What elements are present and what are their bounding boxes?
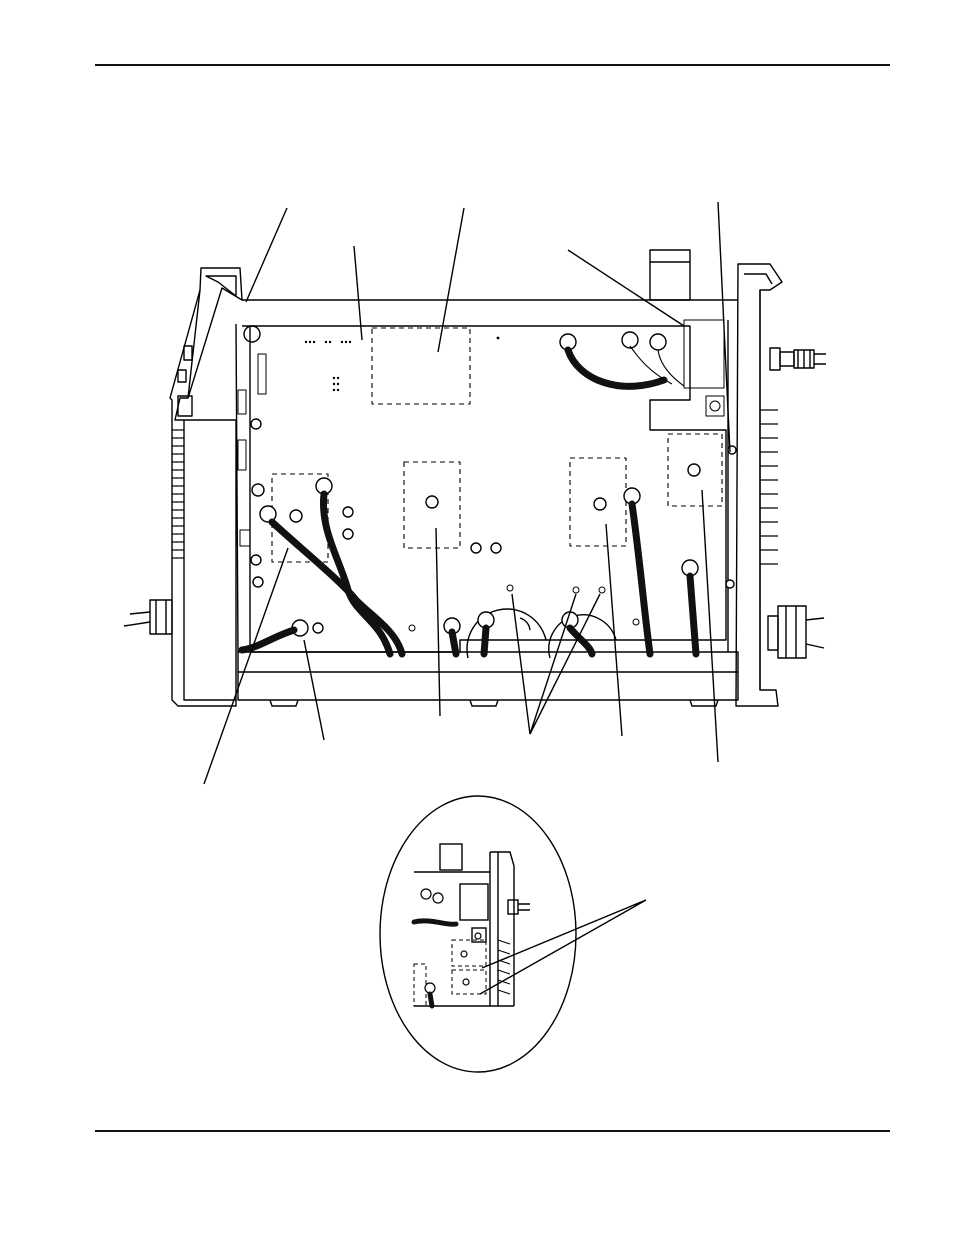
- power-cables: [238, 346, 700, 658]
- leader-6: [203, 547, 289, 785]
- detail-screws: [420, 888, 482, 994]
- detail-cables: [411, 918, 459, 1009]
- right-cooling-fins: [760, 409, 778, 565]
- leader-9a: [511, 593, 531, 735]
- right-end-cap: [735, 263, 783, 707]
- rectifier-outline: [667, 433, 723, 507]
- front-panel-controls: [177, 345, 193, 417]
- leader-5: [717, 201, 731, 453]
- top-bracket: [649, 249, 691, 301]
- leader-7: [303, 639, 325, 741]
- detail-ellipse: [379, 795, 577, 1073]
- diode-center-outline: [403, 461, 461, 549]
- chassis-base: [235, 299, 739, 707]
- leader-8: [435, 527, 441, 717]
- main-pcb: [242, 325, 727, 653]
- header-rule: [95, 64, 890, 66]
- left-cooling-fins: [172, 429, 184, 559]
- leader-3: [437, 207, 465, 353]
- leader-2: [353, 245, 363, 341]
- left-end-cap: [169, 267, 243, 707]
- component-outlines: [271, 327, 723, 563]
- leader-1: [245, 207, 288, 303]
- pcb-pin-dots: [304, 336, 640, 632]
- leader-9c: [529, 593, 601, 735]
- air-inlet-fitting: [769, 347, 826, 371]
- sensor-wires: [629, 345, 685, 387]
- power-cord-strain-relief: [123, 599, 173, 635]
- leader-9b: [529, 593, 577, 735]
- control-component-outline: [371, 327, 471, 405]
- detail-callout-leaders: [479, 899, 647, 995]
- rear-cable-strain-relief: [767, 605, 825, 659]
- leader-4: [567, 249, 685, 327]
- leader-11: [701, 489, 719, 763]
- leader-10: [605, 523, 623, 737]
- footer-rule: [95, 1130, 890, 1132]
- callout-leaders: [203, 201, 731, 785]
- pcb-connectors: [237, 319, 725, 547]
